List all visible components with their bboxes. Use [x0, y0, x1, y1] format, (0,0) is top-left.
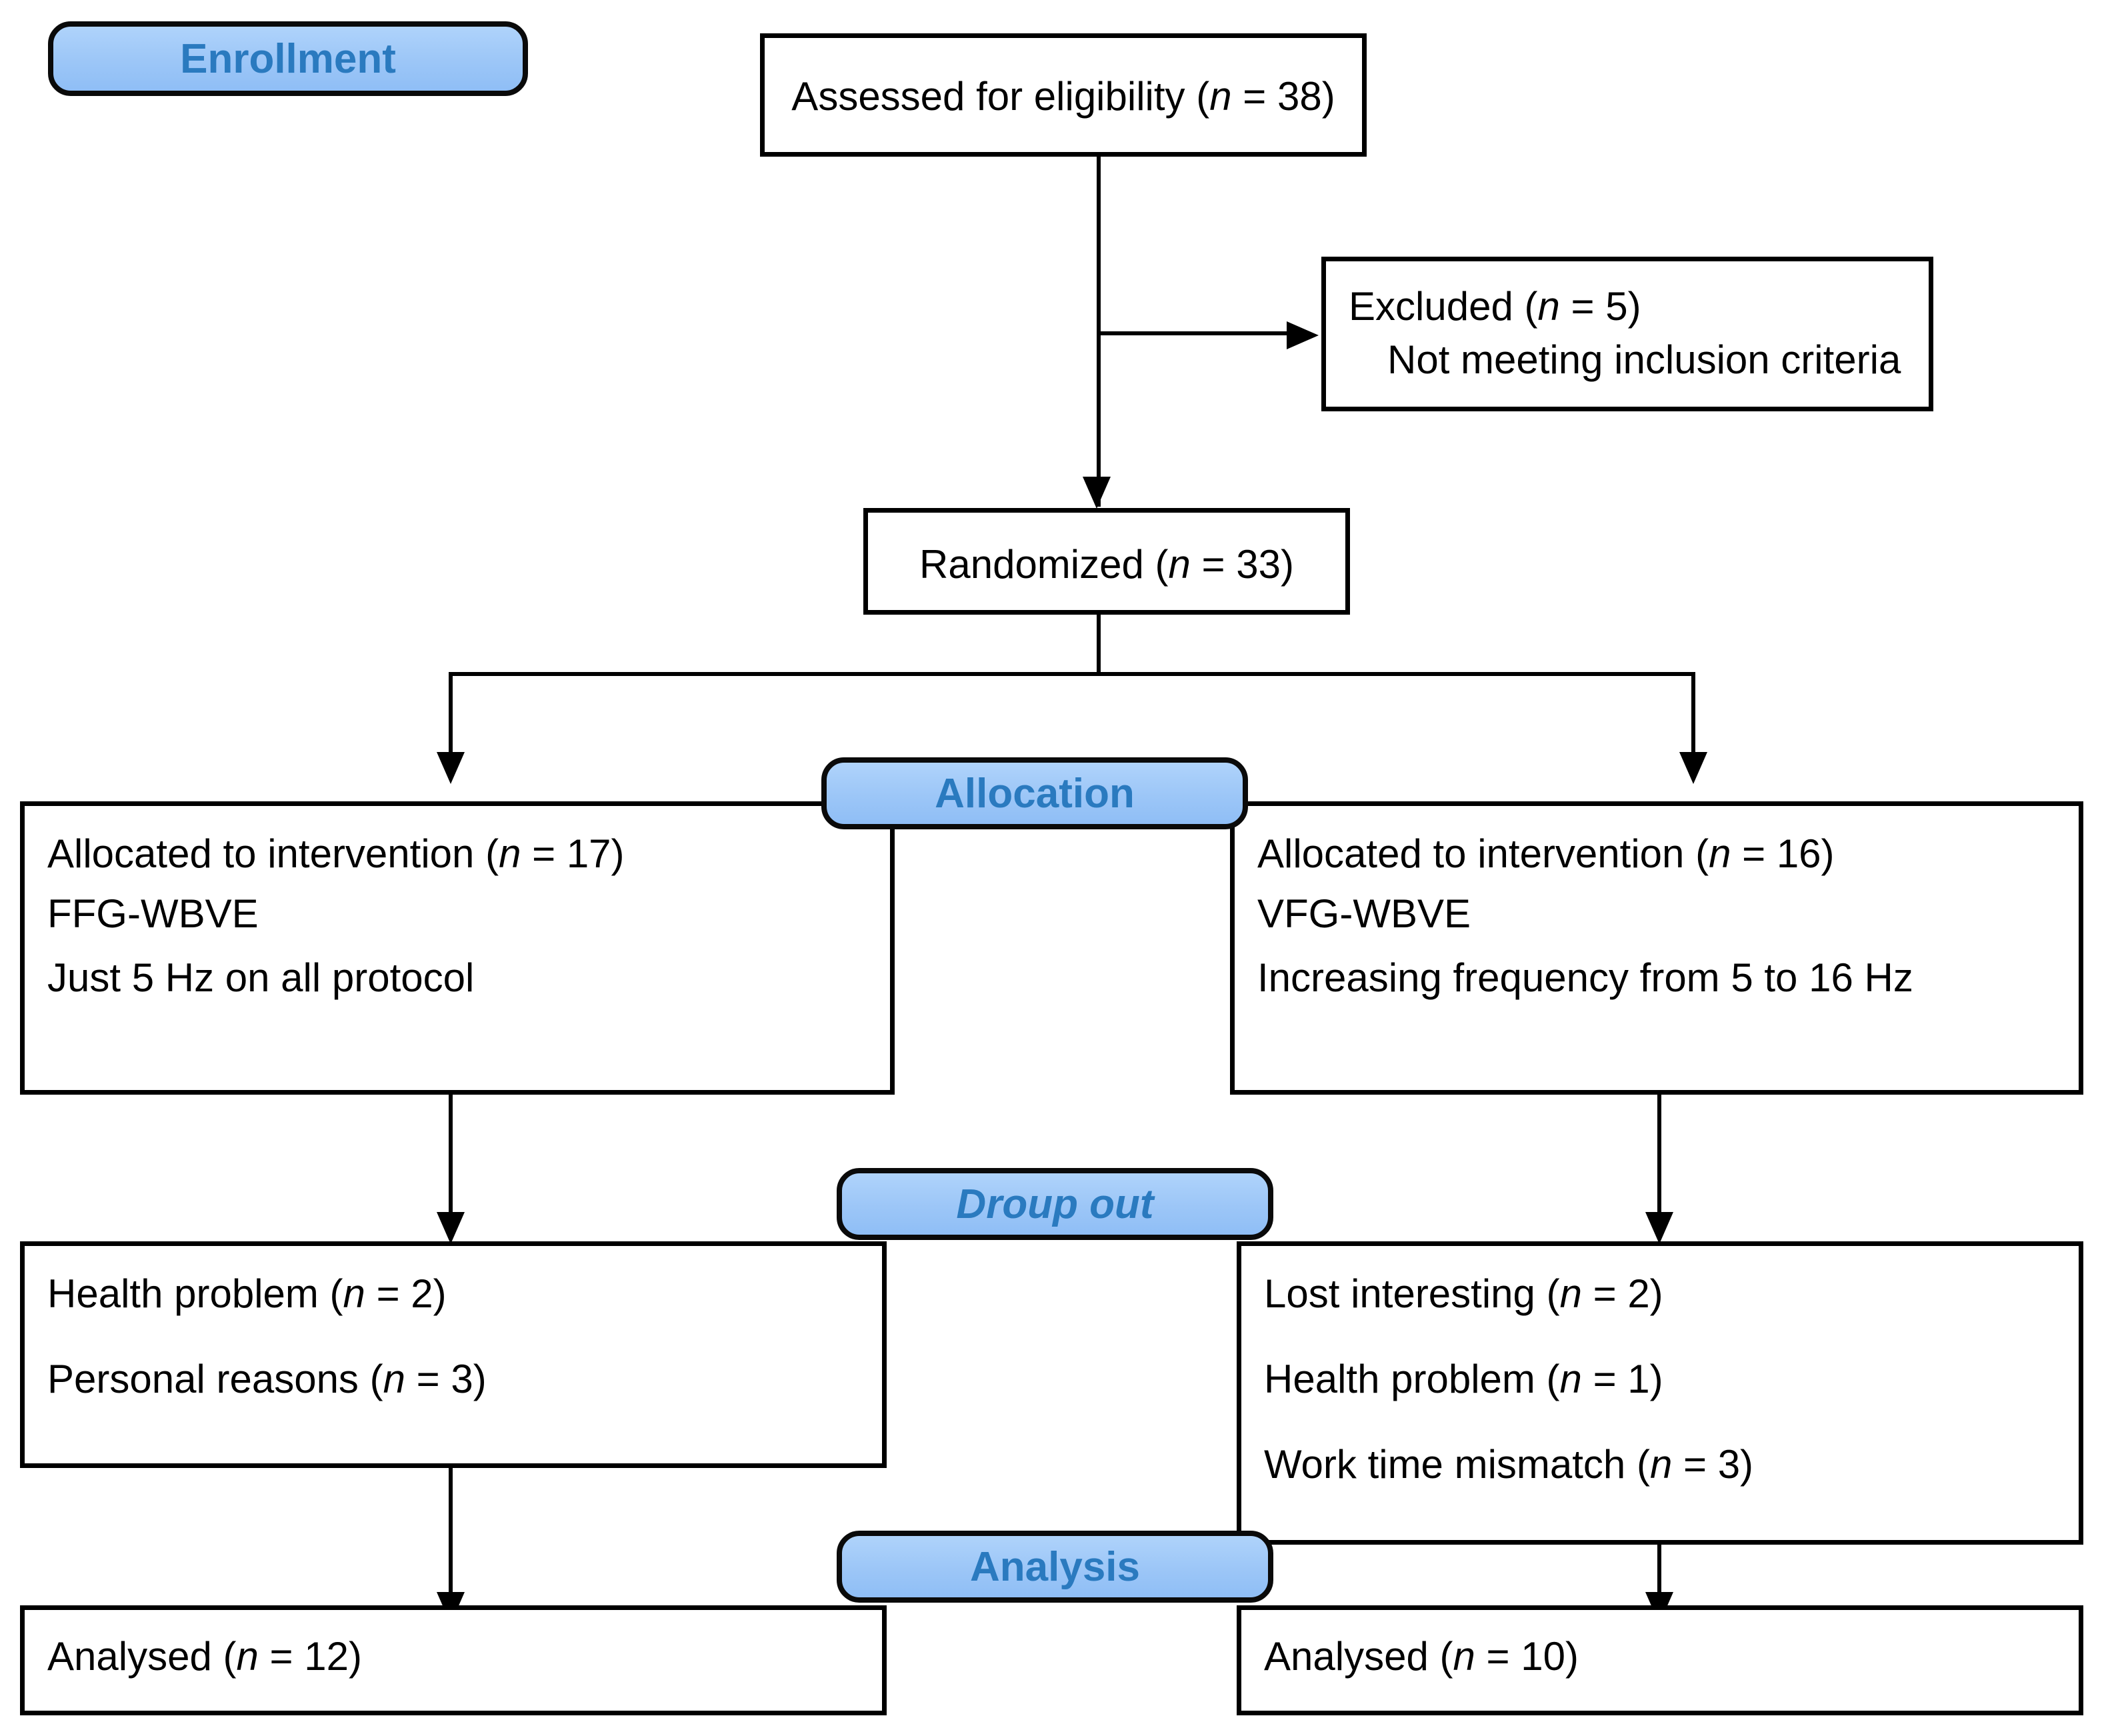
excluded-line-1: Excluded (n = 5) — [1349, 284, 1641, 329]
alloc-right-line-2: VFG-WBVE — [1257, 891, 1471, 936]
n-symbol: n — [499, 831, 521, 876]
n-symbol: n — [1649, 1442, 1673, 1487]
phase-badge-dropout-label: Droup out — [956, 1181, 1154, 1227]
node-allocation-right: Allocated to intervention (n = 16) VFG-W… — [1230, 801, 2083, 1095]
phase-badge-analysis-label: Analysis — [969, 1543, 1141, 1590]
node-excluded: Excluded (n = 5) Not meeting inclusion c… — [1321, 257, 1933, 411]
dropout-right-line-1: Lost interesting (n = 2) — [1264, 1271, 1663, 1316]
connector-randomized-stem — [1097, 615, 1101, 673]
node-analysed-left: Analysed (n = 12) — [20, 1605, 887, 1715]
connector-dropout-to-analysis-right — [1657, 1545, 1661, 1608]
arrowhead-dropout-right — [1645, 1212, 1673, 1244]
n-symbol: n — [1209, 74, 1232, 119]
n-symbol: n — [343, 1271, 365, 1316]
alloc-left-line-1: Allocated to intervention (n = 17) — [47, 831, 625, 876]
dropout-right-line-2: Health problem (n = 1) — [1264, 1357, 1663, 1401]
excluded-line-2: Not meeting inclusion criteria — [1387, 337, 1901, 382]
phase-badge-allocation: Allocation — [821, 757, 1248, 829]
connector-randomized-split — [449, 672, 1695, 676]
node-assessed-for-eligibility: Assessed for eligibility (n = 38) — [760, 33, 1367, 157]
connector-alloc-to-dropout-left — [449, 1095, 453, 1228]
dropout-left-line-2: Personal reasons (n = 3) — [47, 1357, 487, 1401]
analysed-right-text: Analysed (n = 10) — [1264, 1634, 1579, 1679]
assessed-text: Assessed for eligibility (n = 38) — [791, 74, 1335, 119]
connector-dropout-to-analysis-left — [449, 1468, 453, 1608]
connector-split-right — [1691, 672, 1695, 765]
connector-to-excluded — [1097, 331, 1297, 335]
arrowhead-excluded — [1287, 321, 1319, 349]
randomized-text: Randomized (n = 33) — [919, 542, 1294, 587]
n-symbol: n — [1537, 284, 1560, 329]
phase-badge-dropout: Droup out — [837, 1168, 1273, 1240]
dropout-left-line-1: Health problem (n = 2) — [47, 1271, 447, 1316]
node-dropout-right: Lost interesting (n = 2) Health problem … — [1237, 1241, 2083, 1545]
node-allocation-left: Allocated to intervention (n = 17) FFG-W… — [20, 801, 895, 1095]
n-symbol: n — [236, 1634, 259, 1679]
n-symbol: n — [1168, 542, 1191, 587]
analysed-left-text: Analysed (n = 12) — [47, 1634, 362, 1679]
phase-badge-allocation-label: Allocation — [935, 770, 1135, 817]
alloc-right-line-1: Allocated to intervention (n = 16) — [1257, 831, 1835, 876]
n-symbol: n — [1559, 1271, 1582, 1316]
phase-badge-enrollment-label: Enrollment — [180, 35, 396, 82]
phase-badge-enrollment: Enrollment — [48, 21, 528, 96]
node-dropout-left: Health problem (n = 2) Personal reasons … — [20, 1241, 887, 1468]
arrowhead-alloc-left — [437, 752, 465, 784]
alloc-right-line-3: Increasing frequency from 5 to 16 Hz — [1257, 955, 1913, 1000]
connector-split-left — [449, 672, 453, 765]
node-analysed-right: Analysed (n = 10) — [1237, 1605, 2083, 1715]
arrowhead-randomized — [1083, 477, 1111, 509]
n-symbol: n — [383, 1357, 405, 1401]
alloc-left-line-3: Just 5 Hz on all protocol — [47, 955, 475, 1000]
dropout-right-line-3: Work time mismatch (n = 3) — [1264, 1442, 1754, 1487]
node-randomized: Randomized (n = 33) — [863, 508, 1350, 615]
n-symbol: n — [1453, 1634, 1475, 1679]
arrowhead-dropout-left — [437, 1212, 465, 1244]
connector-alloc-to-dropout-right — [1657, 1095, 1661, 1228]
n-symbol: n — [1559, 1357, 1582, 1401]
arrowhead-alloc-right — [1679, 752, 1707, 784]
alloc-left-line-2: FFG-WBVE — [47, 891, 259, 936]
phase-badge-analysis: Analysis — [837, 1531, 1273, 1603]
n-symbol: n — [1709, 831, 1731, 876]
